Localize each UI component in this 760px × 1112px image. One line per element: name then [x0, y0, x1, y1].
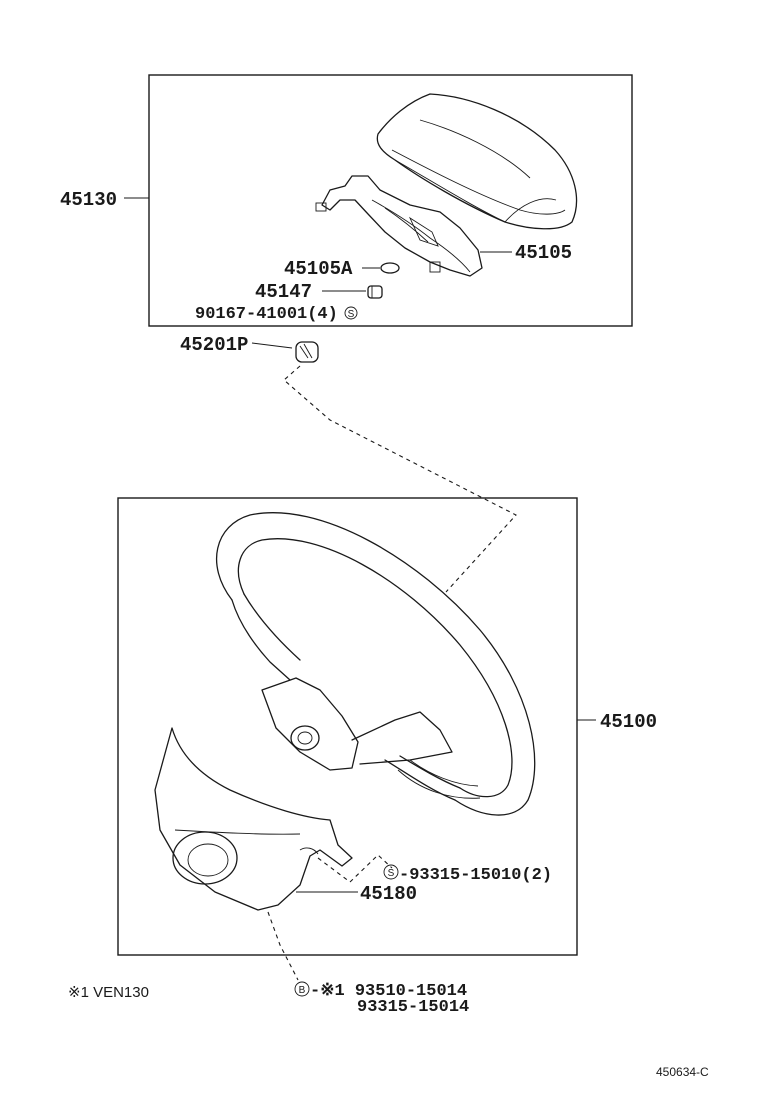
steering-wheel-illustration — [216, 512, 536, 816]
callout-45180: 45180 — [360, 883, 417, 905]
b-mark-icon: B — [294, 981, 310, 997]
callout-93315-15014: 93315-15014 — [357, 998, 469, 1017]
callout-45105A: 45105A — [284, 258, 353, 280]
screw-dash-line — [283, 365, 517, 593]
callout-45147: 45147 — [255, 281, 312, 303]
lower-cover-illustration — [154, 727, 353, 911]
callout-45201P: 45201P — [180, 334, 248, 356]
leader-45201P — [251, 342, 293, 349]
s-mark-icon: S — [383, 864, 399, 880]
callout-90167: 90167-41001(4) — [195, 305, 338, 324]
cap-45105A-illustration — [380, 262, 400, 274]
wheel-assembly-box — [117, 497, 578, 956]
part-45147-illustration — [367, 285, 383, 299]
callout-93510-15014: -※1 93510-15014 — [310, 982, 467, 1001]
callout-45100: 45100 — [600, 711, 657, 733]
horn-pad-illustration — [376, 93, 578, 230]
bolt-dash-line — [267, 911, 299, 981]
svg-text:B: B — [299, 985, 306, 996]
footnote: ※1 VEN130 — [68, 984, 149, 1001]
pad-assembly-box — [148, 74, 633, 327]
callout-45130: 45130 — [60, 189, 117, 211]
svg-text:S: S — [348, 309, 355, 320]
screw-45201P-illustration — [295, 341, 319, 363]
callout-93315-15010: -93315-15010(2) — [399, 866, 552, 885]
cover-screw-dash — [317, 854, 393, 883]
s-mark-icon: S — [344, 306, 358, 320]
drawing-number: 450634-C — [656, 1065, 709, 1079]
horn-plate-illustration — [315, 175, 483, 277]
callout-45105: 45105 — [515, 242, 572, 264]
svg-text:S: S — [388, 868, 395, 879]
